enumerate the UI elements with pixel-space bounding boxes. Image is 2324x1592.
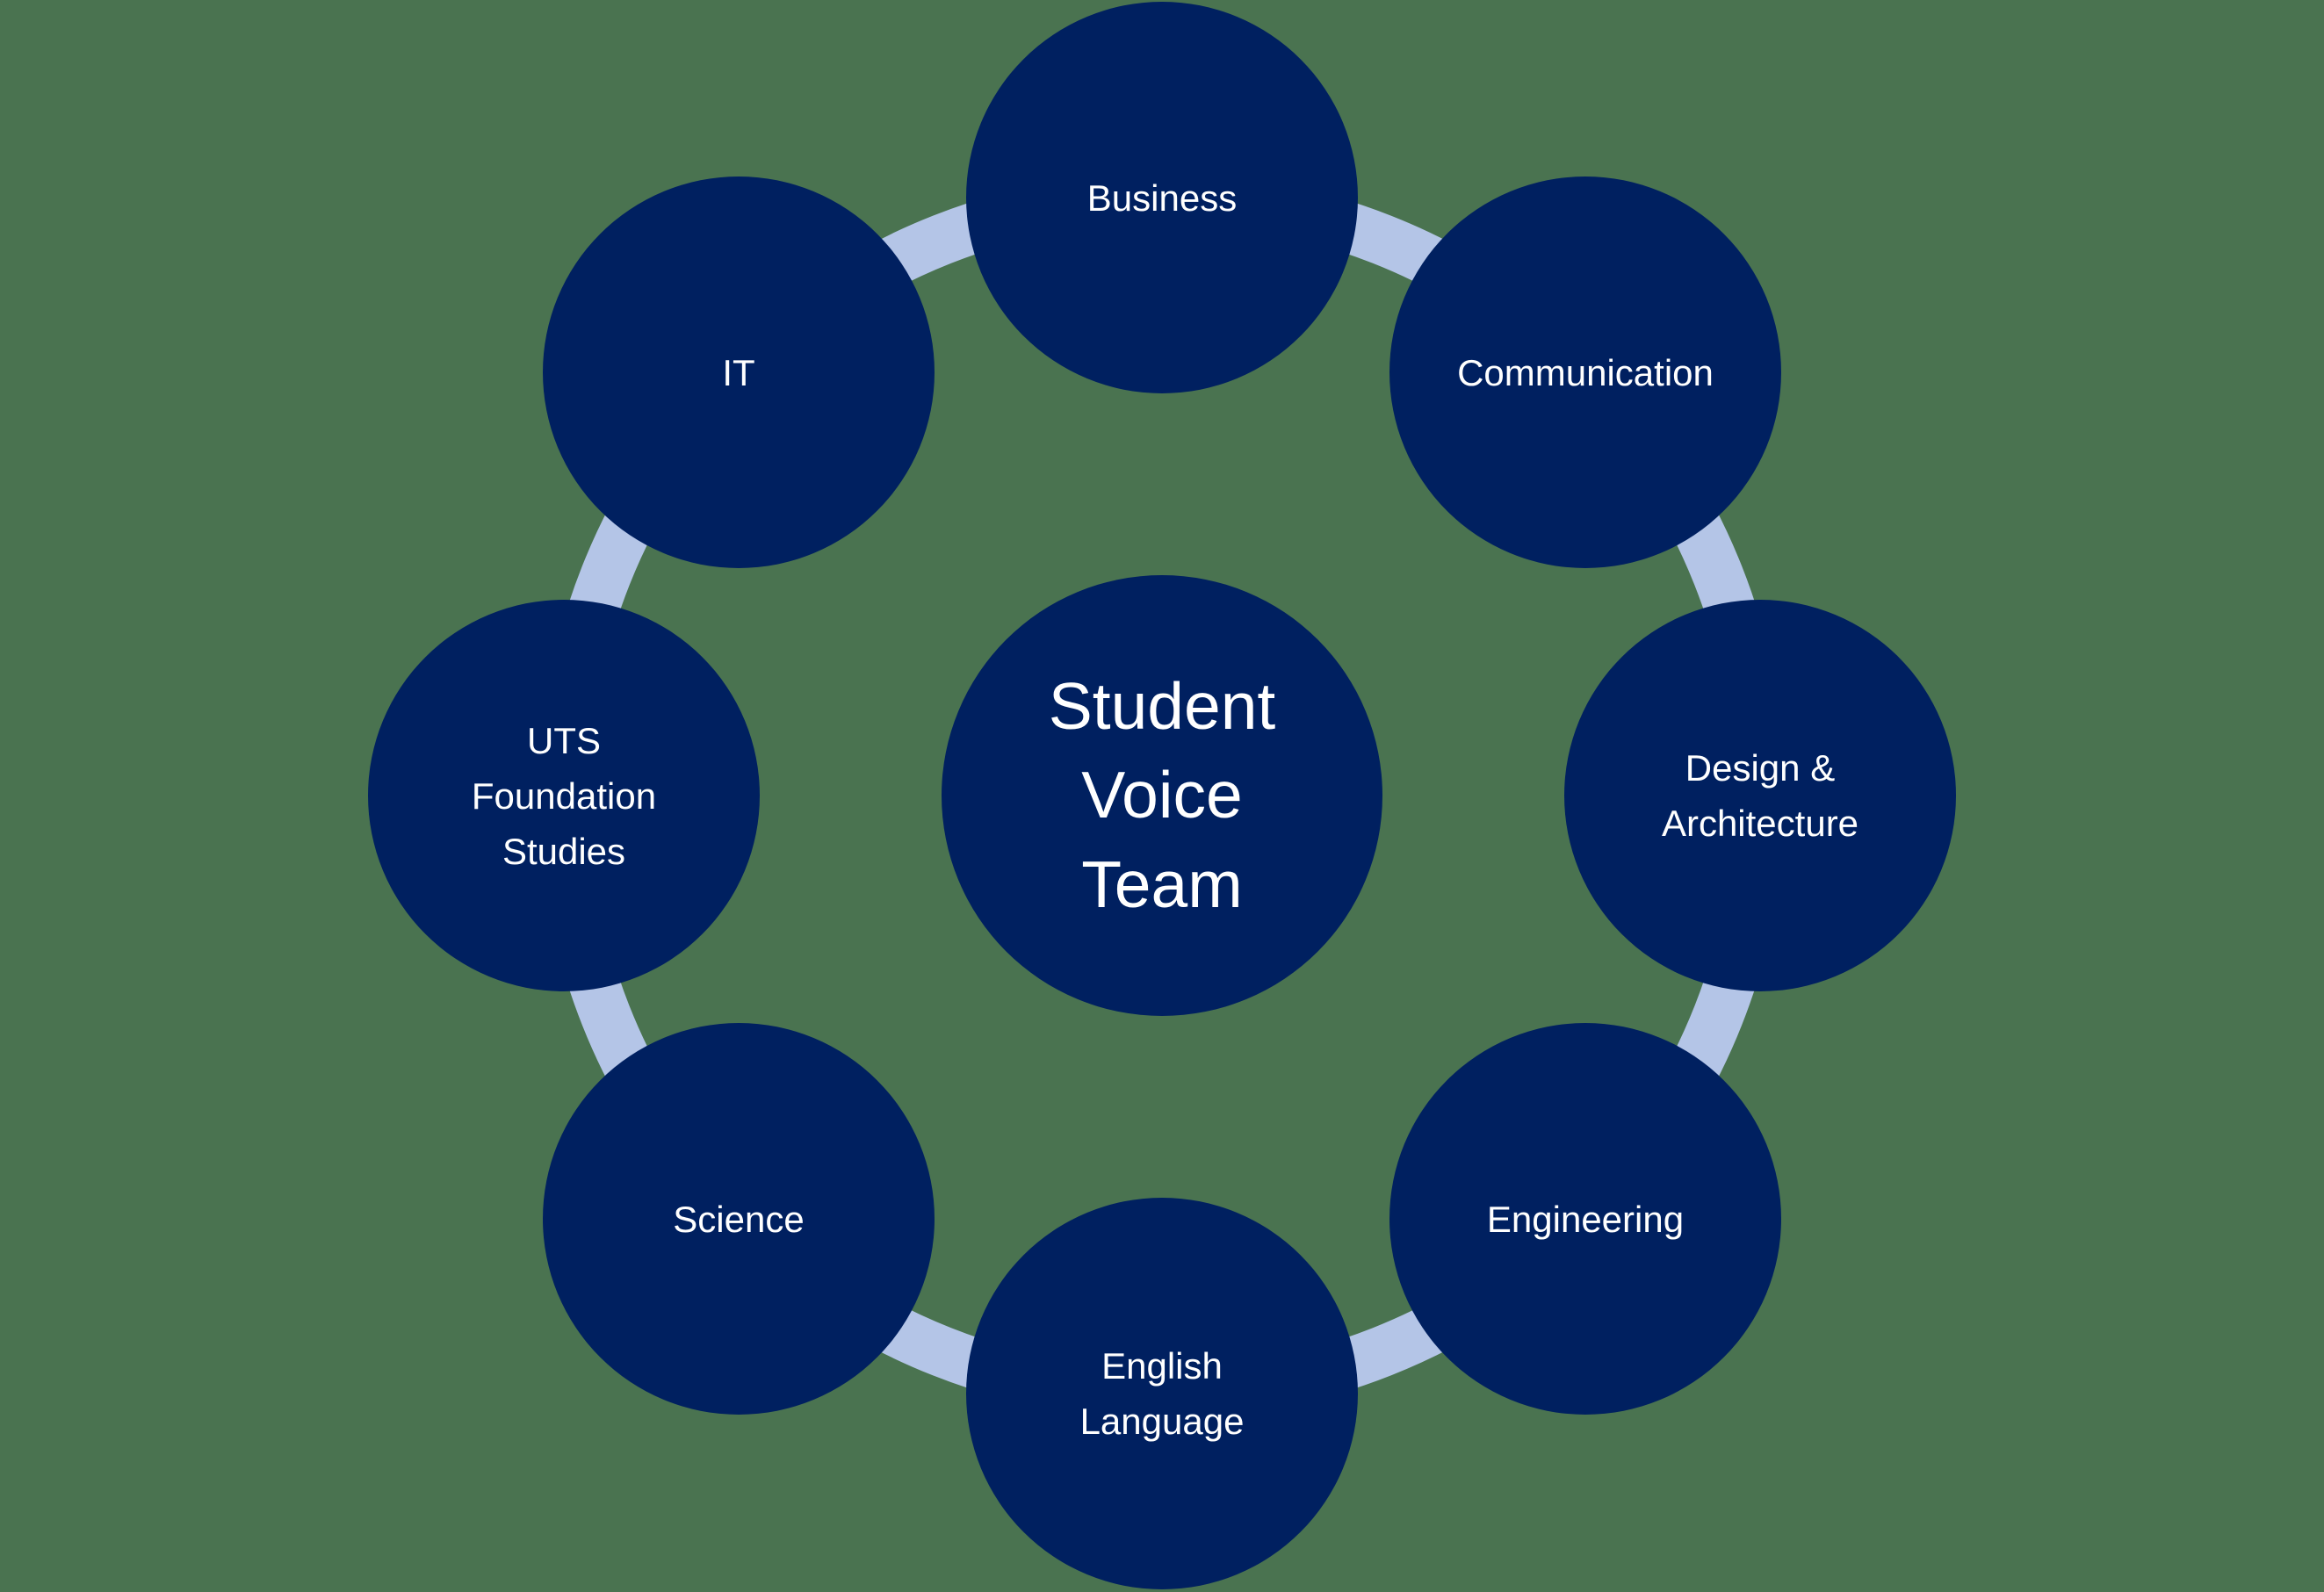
node-communication: Communication xyxy=(1389,176,1781,568)
node-uts-foundation-studies: UTS Foundation Studies xyxy=(368,600,760,991)
node-science: Science xyxy=(543,1023,935,1415)
node-it: IT xyxy=(543,176,935,568)
node-design-architecture: Design & Architecture xyxy=(1564,600,1956,991)
node-business: Business xyxy=(966,2,1358,393)
node-english-language: English Language xyxy=(966,1198,1358,1589)
node-student-voice-team: Student Voice Team xyxy=(942,575,1382,1016)
node-engineering: Engineering xyxy=(1389,1023,1781,1415)
